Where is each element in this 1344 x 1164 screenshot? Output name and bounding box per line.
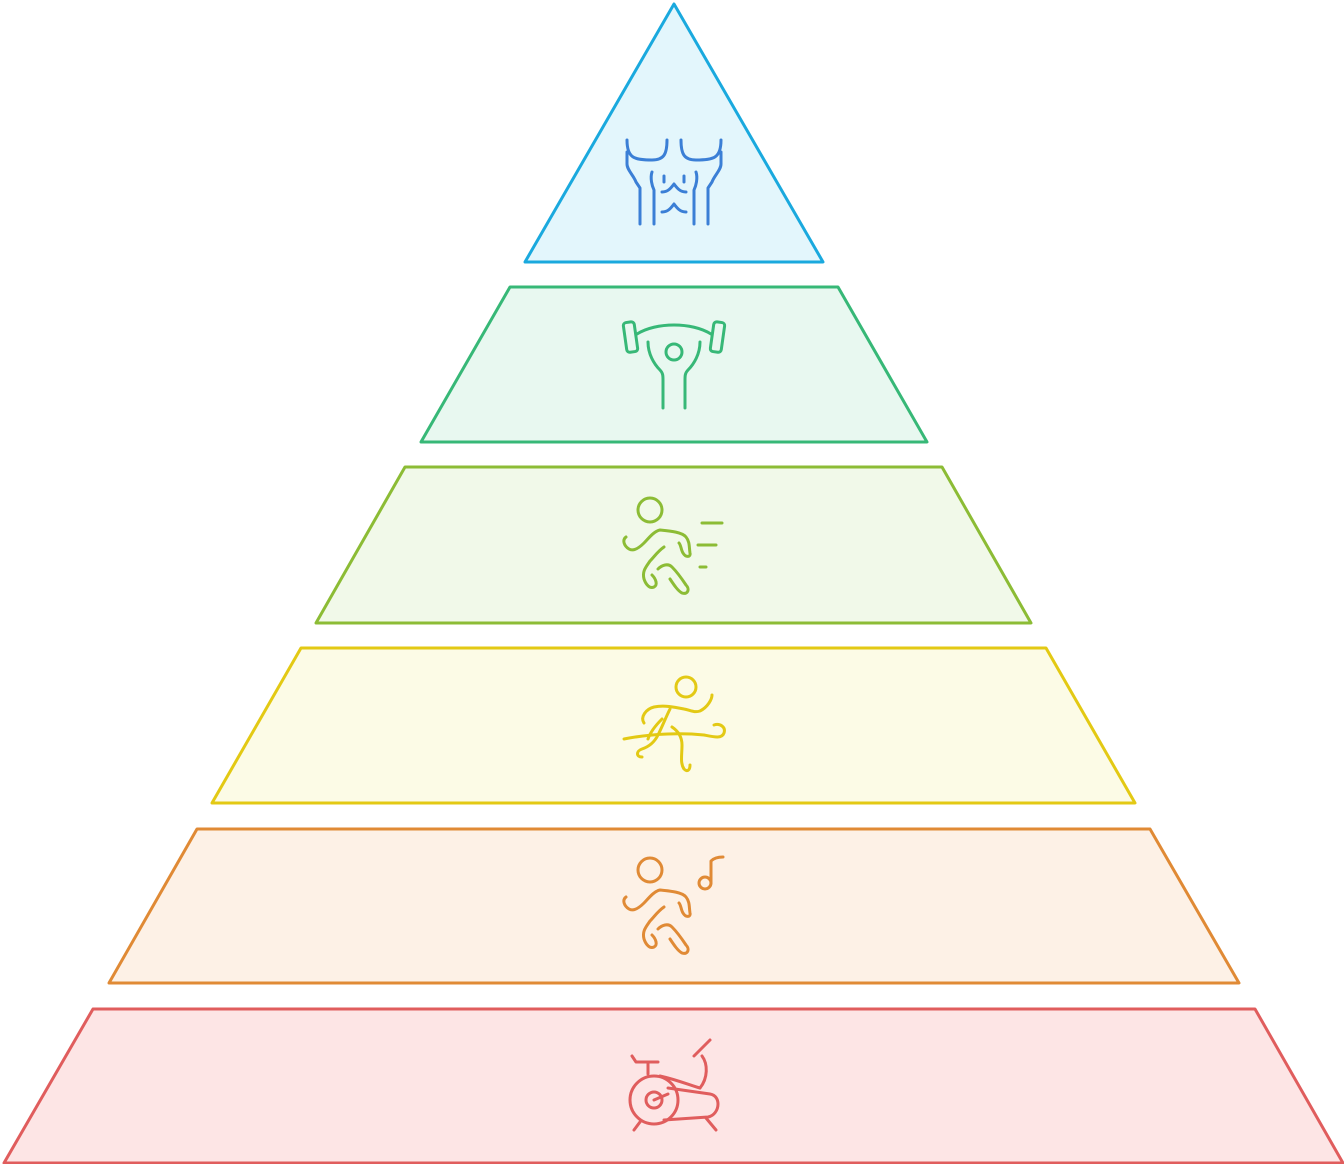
pyramid-tier-4 — [210, 646, 1137, 805]
tier-4-shape — [210, 646, 1137, 805]
exercise-bike-icon — [628, 1038, 720, 1132]
running-person-icon — [622, 496, 724, 595]
tier-5-shape — [107, 827, 1241, 985]
dancing-person-icon — [622, 855, 725, 955]
finish-line-runner-icon — [622, 675, 726, 773]
muscular-torso-icon — [625, 138, 723, 226]
tier-2-shape — [419, 285, 929, 444]
pyramid-tier-1 — [523, 2, 825, 264]
tier-3-shape — [314, 465, 1033, 625]
pyramid-tier-3 — [314, 465, 1033, 625]
pyramid-tier-5 — [107, 827, 1241, 985]
pyramid-tier-6 — [2, 1007, 1344, 1164]
weightlifter-icon — [621, 320, 727, 410]
tier-1-shape — [523, 2, 825, 264]
pyramid-tier-2 — [419, 285, 929, 444]
